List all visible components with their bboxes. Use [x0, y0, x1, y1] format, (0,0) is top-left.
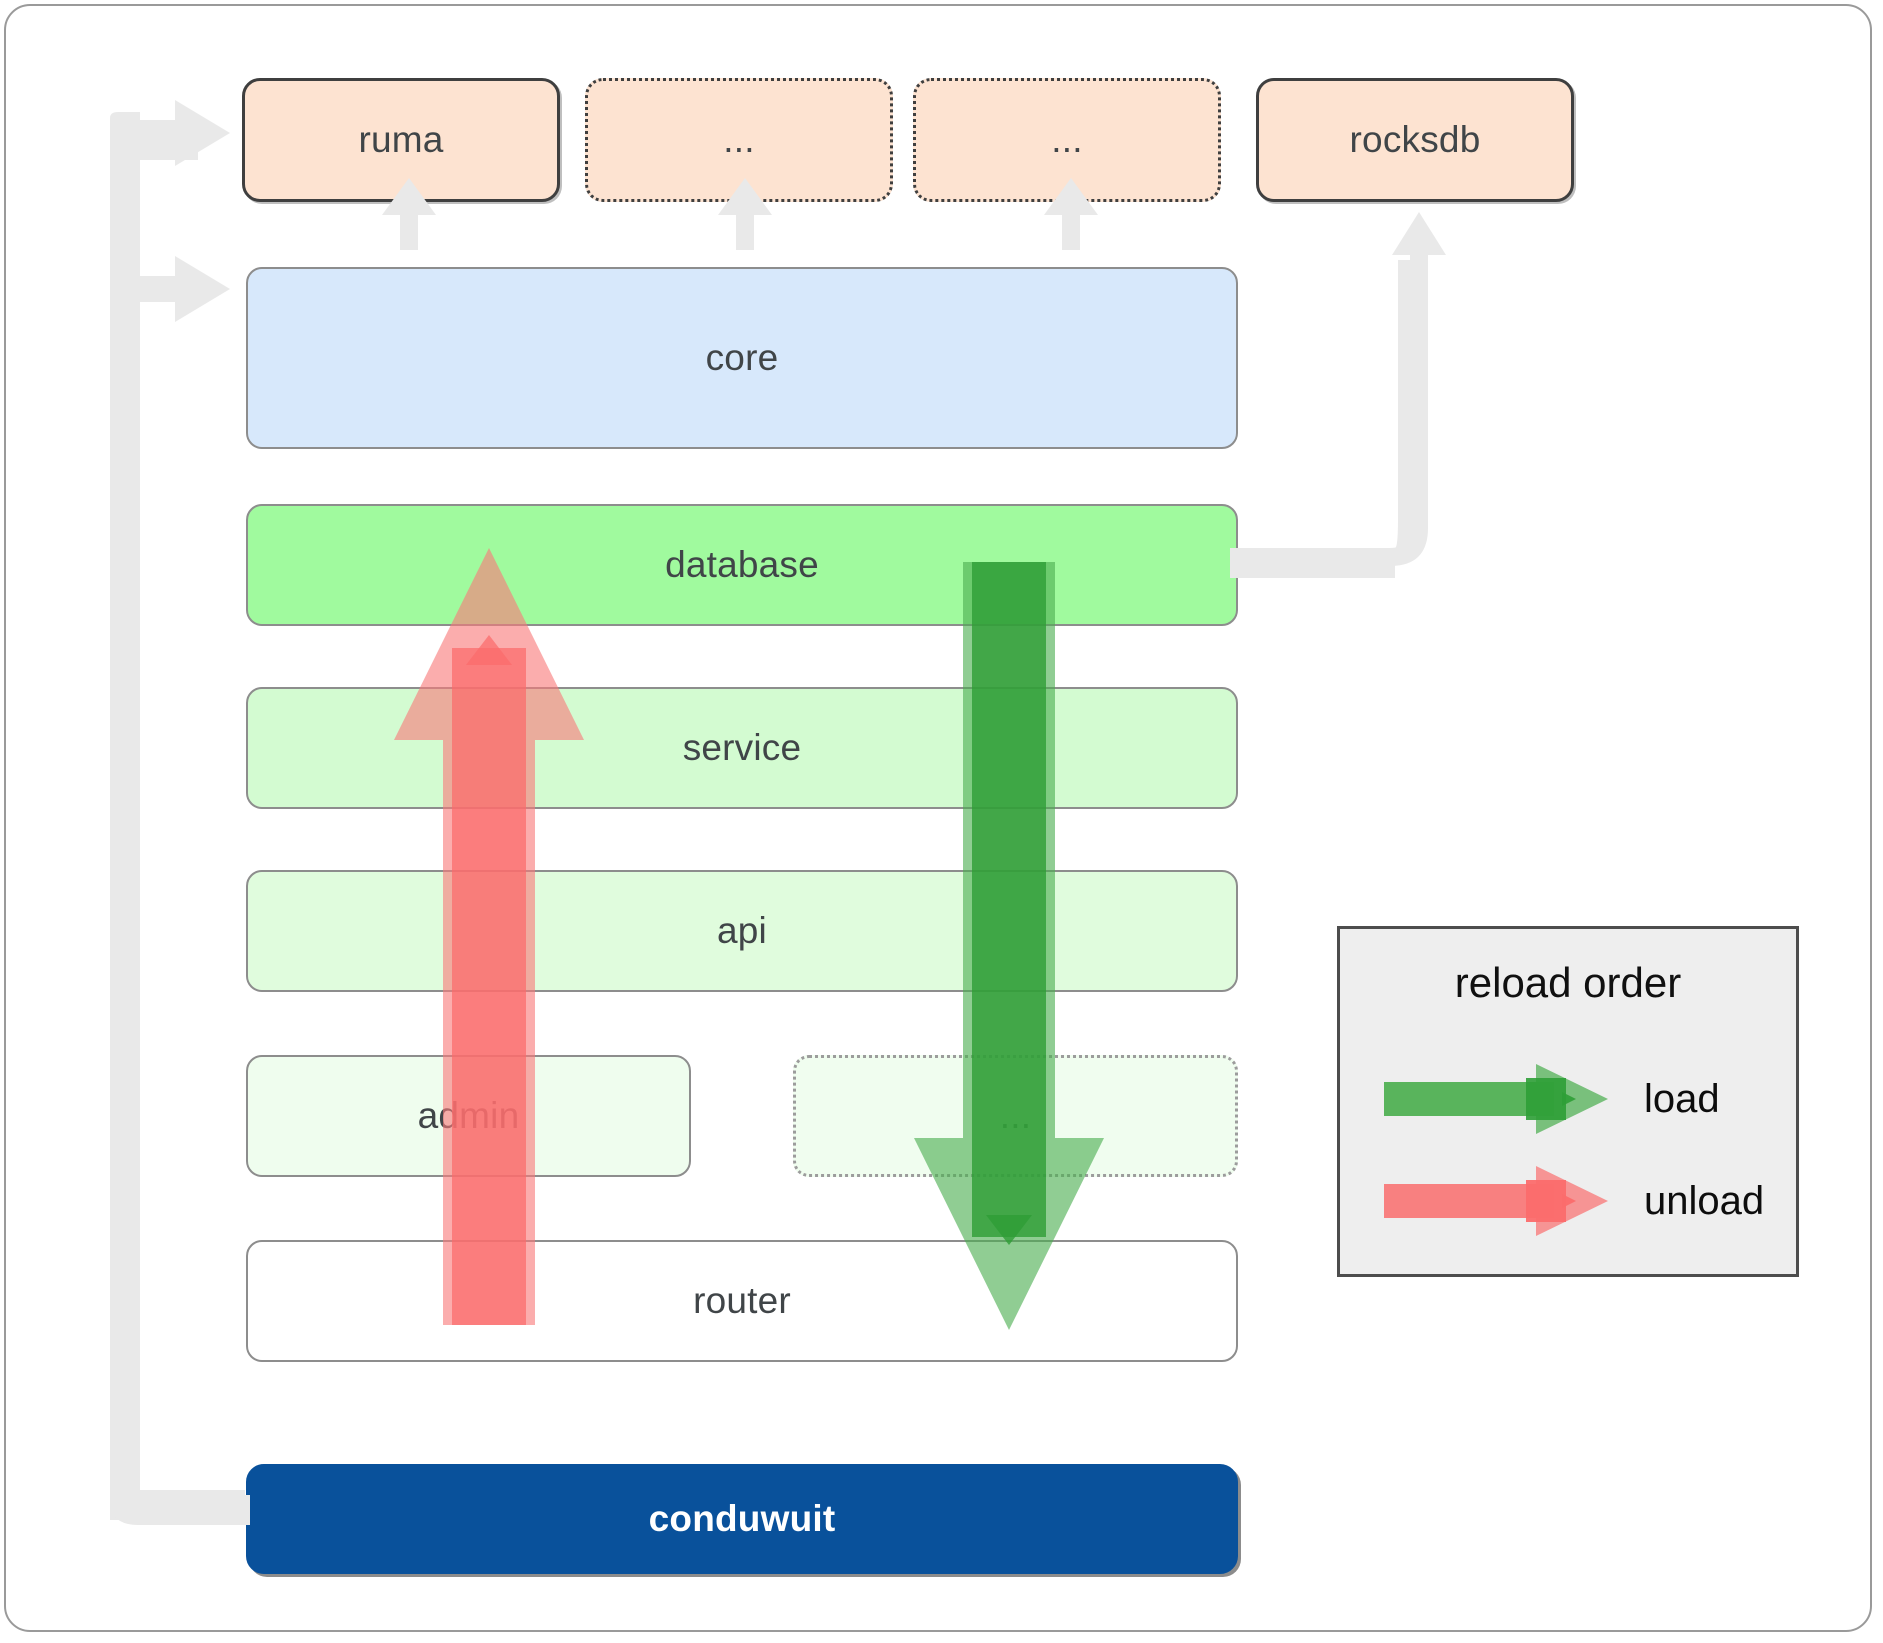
- layer-admin-label: admin: [417, 1095, 520, 1136]
- app-conduwuit[interactable]: conduwuit: [246, 1464, 1238, 1574]
- layer-admin[interactable]: admin: [246, 1055, 691, 1177]
- layer-api[interactable]: api: [246, 870, 1238, 992]
- layer-placeholder-row[interactable]: ...: [793, 1055, 1238, 1177]
- legend-title: reload order: [1454, 959, 1682, 1006]
- crate-ruma[interactable]: ruma: [242, 78, 560, 202]
- crate-rocksdb-label: rocksdb: [1349, 119, 1481, 160]
- legend-row-unload: unload: [1340, 1156, 1796, 1246]
- unload-legend-arrow-icon: [1384, 1166, 1608, 1236]
- crate-placeholder-1[interactable]: ...: [585, 78, 893, 202]
- legend-label-unload: unload: [1644, 1178, 1765, 1223]
- layer-placeholder-row-label: ...: [999, 1095, 1032, 1136]
- legend-label-load: load: [1644, 1076, 1720, 1121]
- layer-router[interactable]: router: [246, 1240, 1238, 1362]
- layer-service[interactable]: service: [246, 687, 1238, 809]
- layer-service-label: service: [682, 727, 802, 768]
- legend-row-load: load: [1340, 1054, 1796, 1144]
- crate-ruma-label: ruma: [358, 119, 444, 160]
- crate-placeholder-2-label: ...: [1051, 119, 1083, 160]
- crate-placeholder-2[interactable]: ...: [913, 78, 1221, 202]
- crate-placeholder-1-label: ...: [723, 119, 755, 160]
- legend-panel: reload order load unload: [1337, 926, 1799, 1277]
- layer-database-label: database: [665, 544, 819, 585]
- layer-database[interactable]: database: [246, 504, 1238, 626]
- load-legend-arrow-icon: [1384, 1064, 1608, 1134]
- layer-api-label: api: [717, 910, 767, 951]
- diagram-frame: [4, 4, 1872, 1632]
- app-conduwuit-label: conduwuit: [648, 1498, 836, 1539]
- layer-core-label: core: [705, 337, 779, 378]
- layer-core[interactable]: core: [246, 267, 1238, 449]
- layer-router-label: router: [693, 1280, 791, 1321]
- crate-rocksdb[interactable]: rocksdb: [1256, 78, 1574, 202]
